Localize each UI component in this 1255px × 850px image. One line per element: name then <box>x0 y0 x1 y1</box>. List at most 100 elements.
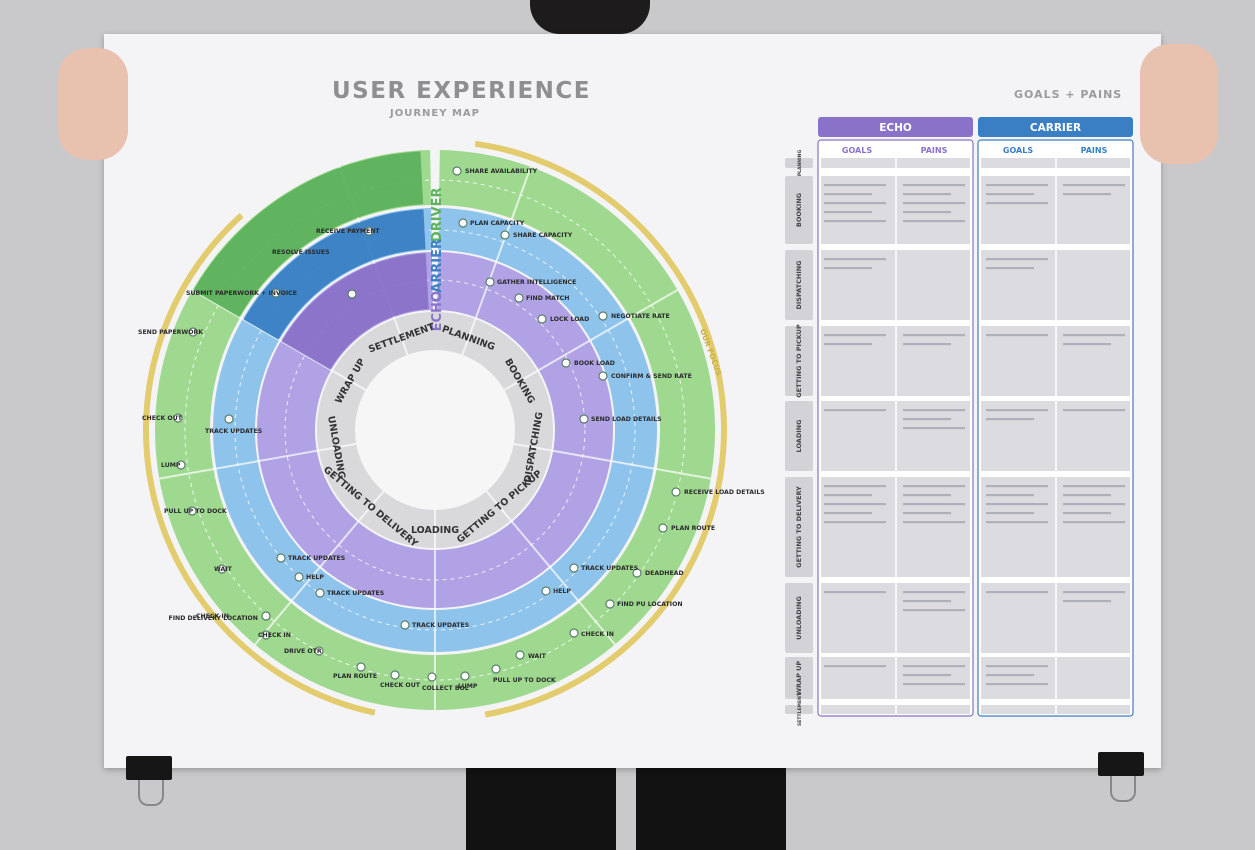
table-cell-text <box>1063 193 1111 196</box>
table-cell-text <box>824 202 886 205</box>
step-label: TRACK UPDATES <box>581 565 638 572</box>
step-label: RESOLVE ISSUES <box>272 249 330 256</box>
step-label: GATHER INTELLIGENCE <box>497 279 576 286</box>
step-label: RECEIVE PAYMENT <box>316 228 380 235</box>
step-label: BOOK LOAD <box>574 360 615 367</box>
step-label: SHARE AVAILABILITY <box>465 168 538 175</box>
table-group-header <box>818 117 973 137</box>
binder-clip-left <box>126 756 172 806</box>
table-cell-text <box>824 258 886 261</box>
step-label: CHECK OUT <box>380 682 421 689</box>
step-label: TRACK UPDATES <box>205 428 262 435</box>
table-cell-text <box>1063 343 1111 346</box>
step-dot <box>598 311 608 321</box>
step-label: NEGOTIATE RATE <box>611 313 670 320</box>
segment-divider <box>513 442 711 480</box>
step-dot <box>658 523 668 533</box>
step-label: WAIT <box>528 653 547 660</box>
step-dot <box>500 230 510 240</box>
ring-banner <box>193 151 424 317</box>
step-label: SUBMIT PAPERWORK + INVOICE <box>186 290 297 297</box>
step-dot <box>598 371 608 381</box>
step-label: CHECK IN <box>258 632 291 639</box>
step-dot <box>537 314 547 324</box>
table-cell-text <box>1063 512 1111 515</box>
table-cell-text <box>986 485 1048 488</box>
step-dot <box>400 620 410 630</box>
step-label: DRIVE OTR <box>284 648 322 655</box>
table-cell-text <box>1063 494 1111 497</box>
table-cell-text <box>986 202 1048 205</box>
step-label: PULL UP TO DOCK <box>493 677 556 684</box>
step-dot <box>276 553 286 563</box>
step-dot <box>458 218 468 228</box>
step-label: CHECK IN <box>196 613 229 620</box>
table-cell-text <box>824 184 886 187</box>
table-cell-text <box>986 665 1048 668</box>
step-dot <box>188 327 198 337</box>
step-dot <box>632 568 642 578</box>
table-cell-text <box>903 343 951 346</box>
table-cell-text <box>824 334 886 337</box>
table-cell-text <box>1063 485 1125 488</box>
table-cell-text <box>1063 503 1125 506</box>
segment-divider <box>503 289 678 391</box>
table-cell-text <box>903 512 951 515</box>
step-label: COLLECT BOL <box>422 685 469 692</box>
table-group-label: CARRIER <box>1030 122 1081 134</box>
table-cell-text <box>903 665 965 668</box>
step-dot <box>224 414 234 424</box>
table-cell-text <box>986 267 1034 270</box>
step-dot <box>460 671 470 681</box>
step-label: HELP <box>306 574 324 581</box>
table-cell-text <box>986 334 1048 337</box>
step-label: TRACK UPDATES <box>288 555 345 562</box>
step-dot <box>452 166 462 176</box>
table-cell-text <box>903 591 965 594</box>
table-row-label: UNLOADING <box>795 596 803 640</box>
step-label: TRACK UPDATES <box>327 590 384 597</box>
step-dot <box>356 662 366 672</box>
table-row-label: PLANNING <box>797 150 803 177</box>
step-label: FIND MATCH <box>526 295 569 302</box>
left-hand <box>58 48 128 160</box>
table-cell-text <box>824 521 886 524</box>
table-cell-text <box>903 334 965 337</box>
table-row-tab <box>785 477 813 577</box>
table-cell-text <box>824 494 872 497</box>
step-label: RECEIVE LOAD DETAILS <box>684 489 765 496</box>
table-cell-text <box>824 193 872 196</box>
step-dot <box>315 588 325 598</box>
table-cell-text <box>1063 600 1111 603</box>
goals-pains-title: GOALS + PAINS <box>1014 88 1123 101</box>
segment-divider <box>254 490 385 646</box>
step-dot <box>541 586 551 596</box>
table-cell-text <box>824 485 886 488</box>
step-label: PULL UP TO DOCK <box>164 508 227 515</box>
table-cell-text <box>903 503 965 506</box>
table-row-tab <box>785 657 813 699</box>
table-cell-text <box>986 494 1034 497</box>
table-row-tab <box>785 326 813 396</box>
table-cell-text <box>1063 521 1125 524</box>
table-cell-text <box>824 591 886 594</box>
table-cell-text <box>986 503 1048 506</box>
table-cell-text <box>903 202 965 205</box>
step-label: CHECK OUT <box>142 415 183 422</box>
ring-label: CARRIER <box>430 239 445 302</box>
table-cell-text <box>1063 334 1125 337</box>
step-label: FIND DELIVERY LOCATION <box>169 615 258 622</box>
table-cell-text <box>903 683 965 686</box>
page-title: USER EXPERIENCE <box>332 78 592 104</box>
right-hand <box>1140 44 1218 164</box>
step-label: SEND PAPERWORK <box>138 329 203 336</box>
table-group-label: ECHO <box>879 122 912 134</box>
table-cell-text <box>824 267 872 270</box>
table-cell-text <box>986 521 1048 524</box>
table-cell-text <box>1063 591 1125 594</box>
ring-banner <box>243 209 426 340</box>
table-row-label: GETTING TO DELIVERY <box>795 486 803 568</box>
step-dot <box>271 288 281 298</box>
table-cell-text <box>824 512 872 515</box>
